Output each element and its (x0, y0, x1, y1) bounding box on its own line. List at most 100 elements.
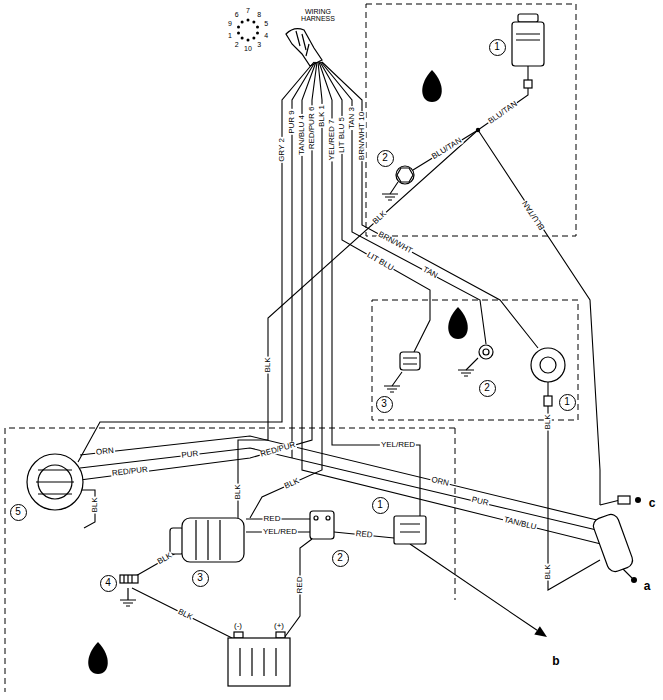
wire (238, 130, 478, 518)
wire (302, 62, 605, 545)
wire (80, 448, 605, 532)
wire-label: BLU/TAN (430, 136, 464, 162)
dashed-box (5, 428, 455, 692)
callout-number: 3 (197, 573, 203, 583)
wire-connector (618, 496, 630, 504)
wire (334, 532, 537, 630)
pin-number: 10 (243, 45, 253, 52)
wire-label: PUR 9 (288, 109, 296, 135)
wire-label: BLU/TAN (521, 198, 547, 232)
wire-label: ORN (95, 447, 116, 458)
wire-label: RED (263, 515, 282, 523)
harness-plug (591, 512, 635, 574)
reservoir (512, 22, 544, 66)
wire-label: BLK (544, 563, 552, 580)
pin-number: 9 (227, 20, 233, 27)
callout-circle: 3 (192, 570, 209, 587)
pin-number: 3 (256, 42, 262, 49)
wire (284, 539, 312, 638)
wire (548, 382, 600, 590)
wire (478, 66, 528, 130)
wire (321, 62, 486, 344)
wire-label: BLU/TAN (486, 99, 520, 126)
wire (80, 62, 317, 480)
wire-label: BLK (371, 209, 389, 227)
wire-label: YEL/RED (262, 528, 298, 536)
ground-symbols (120, 194, 474, 606)
battery-terminal (276, 632, 285, 638)
ground-stud (120, 575, 138, 583)
pin-number: 4 (263, 32, 269, 39)
callout-circle: 2 (479, 380, 496, 397)
wire (320, 62, 430, 352)
wire-label: RED (296, 576, 304, 595)
wire-label: RED/PUR (259, 441, 298, 460)
sensor (479, 345, 493, 359)
wire-label: YEL/RED 7 (328, 119, 336, 162)
wire-label: TAN/BLU (502, 516, 538, 533)
wire-label: BLK 1 (318, 104, 326, 128)
callout-circle: 1 (559, 394, 576, 411)
harness-plug (286, 29, 322, 66)
callout-circle: 3 (376, 396, 393, 413)
wire (478, 130, 600, 505)
wire-label: RED/PUR 6 (308, 106, 316, 151)
sensor (396, 166, 414, 184)
components (27, 14, 635, 686)
wire-connector (524, 80, 532, 88)
wire-label: YEL/RED (380, 441, 416, 449)
wire-label: BLK (544, 413, 552, 430)
wire-label: LIT BLU (364, 251, 395, 274)
callout-number: 1 (494, 42, 500, 52)
callout-number: 2 (484, 383, 490, 393)
callout-circle: 1 (489, 39, 506, 56)
junction-dots (476, 128, 641, 637)
callout-number: 1 (564, 397, 570, 407)
wire (413, 130, 478, 170)
terminal-sign: (-) (233, 622, 243, 630)
relay (394, 516, 426, 544)
callout-circle: 2 (377, 150, 394, 167)
pin-number: 6 (234, 11, 240, 18)
pin-number: 2 (234, 42, 240, 49)
wire-label: BLK (91, 496, 99, 513)
alternator (27, 454, 83, 510)
terminal-sign: (+) (273, 622, 285, 630)
callout-number: 2 (337, 553, 343, 563)
wire-label: ORN (429, 476, 450, 489)
wire (78, 62, 314, 462)
callout-circle: 2 (332, 550, 349, 567)
wire-label: TAN (420, 265, 439, 281)
wire-label: BLK (234, 483, 242, 500)
wire-label: PUR (470, 496, 490, 509)
sender (400, 352, 420, 370)
ground-lead (390, 182, 478, 386)
wire-label: RED (354, 530, 374, 540)
callout-circle: 4 (100, 575, 117, 592)
pin-number: 1 (227, 32, 233, 39)
pin-number: 5 (263, 20, 269, 27)
wire (250, 62, 322, 518)
callout-number: 1 (377, 500, 383, 510)
connector-letter: b (551, 655, 560, 668)
pin-number: 8 (256, 11, 262, 18)
dashed-box (372, 300, 578, 420)
dashed-box (366, 4, 576, 236)
pin-dots (237, 19, 259, 42)
solenoid (310, 511, 334, 539)
battery (228, 638, 290, 686)
harness-title: WIRING HARNESS (294, 8, 342, 23)
wires (78, 62, 632, 640)
callout-number: 4 (105, 578, 111, 588)
callout-circle: 1 (372, 497, 389, 514)
wire-label: GRY 2 (278, 137, 286, 163)
arrow-head (534, 626, 547, 637)
wire-label: BLK (282, 476, 301, 491)
wire-label: TAN 3 (348, 106, 356, 130)
wire-label: BLK (155, 551, 174, 567)
reservoir-cap (518, 14, 538, 22)
distributor (531, 348, 565, 382)
wire-label: BLK (175, 607, 194, 622)
